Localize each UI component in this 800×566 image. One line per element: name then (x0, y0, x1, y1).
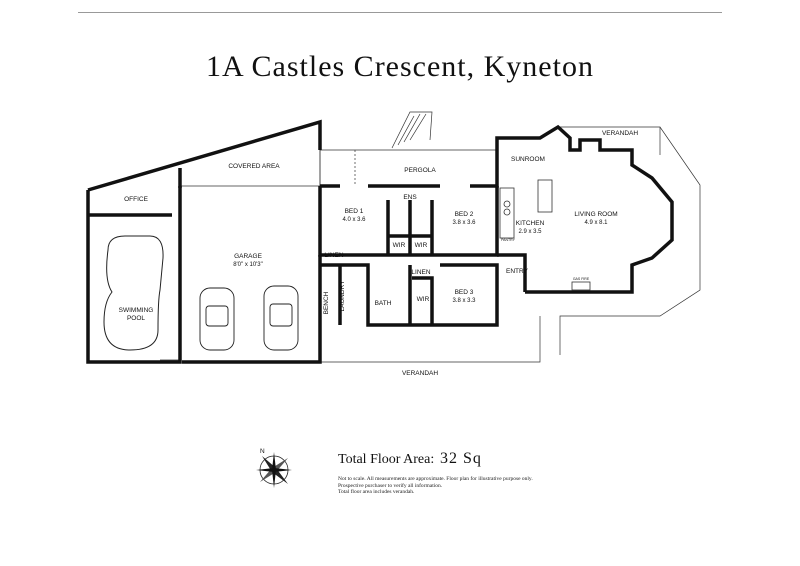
label-ens: ENS (403, 194, 417, 201)
label-bed1: BED 1 (345, 208, 364, 215)
dims-bed1: 4.0 x 3.6 (342, 217, 366, 223)
dims-living-room: 4.9 x 8.1 (584, 220, 608, 226)
dims-garage: 8'0" x 10'3" (233, 262, 263, 268)
label-verandah-top: VERANDAH (602, 130, 638, 137)
top-rule (78, 12, 722, 13)
label-wir-1: WIR (393, 242, 406, 249)
note-line: Not to scale. All measurements are appro… (338, 476, 533, 482)
label-linen-1: LINEN (324, 252, 343, 259)
label-living-room: LIVING ROOM (574, 211, 617, 218)
garage-cars (199, 285, 299, 351)
label-entry: ENTRY (506, 268, 529, 275)
label-bench: BENCH (323, 291, 330, 314)
total-area-label: Total Floor Area: (338, 452, 435, 467)
label-pantry: PANTRY (501, 238, 516, 242)
note-line: Total floor area includes verandah. (338, 489, 415, 495)
label-laundry: LAUNDRY (339, 280, 346, 312)
label-sunroom: SUNROOM (511, 156, 545, 163)
dims-kitchen: 2.9 x 3.5 (518, 229, 542, 235)
walls (86, 119, 674, 364)
label-pergola: PERGOLA (404, 167, 436, 174)
total-area-value: 32 Sq (440, 450, 482, 467)
label-pool-line1: SWIMMING (119, 307, 154, 314)
label-garage: GARAGE (234, 253, 262, 260)
compass-north: N (260, 448, 265, 455)
disclaimer-notes: Not to scale. All measurements are appro… (338, 476, 578, 496)
dims-bed3: 3.8 x 3.3 (452, 298, 476, 304)
label-linen-2: LINEN (411, 269, 430, 276)
label-wir-2: WIR (415, 242, 428, 249)
label-wir-3: WIR (417, 296, 430, 303)
label-bed3: BED 3 (455, 289, 474, 296)
label-verandah-bottom: VERANDAH (402, 370, 438, 377)
label-bed2: BED 2 (455, 211, 474, 218)
label-pool-line2: POOL (127, 315, 145, 322)
note-line: Prospective purchaser to verify all info… (338, 482, 443, 489)
label-bath: BATH (375, 300, 392, 307)
dims-bed2: 3.8 x 3.6 (452, 220, 476, 226)
label-gas-fire: GAS FIRE (573, 277, 590, 281)
kitchen-fixtures (499, 179, 591, 291)
label-office: OFFICE (124, 196, 148, 203)
outline-lines (160, 111, 701, 363)
label-covered-area: COVERED AREA (228, 163, 280, 170)
swimming-pool (103, 235, 164, 351)
page-title: 1A Castles Crescent, Kyneton (206, 50, 594, 83)
label-kitchen: KITCHEN (516, 220, 545, 227)
compass-icon: N (256, 448, 292, 488)
